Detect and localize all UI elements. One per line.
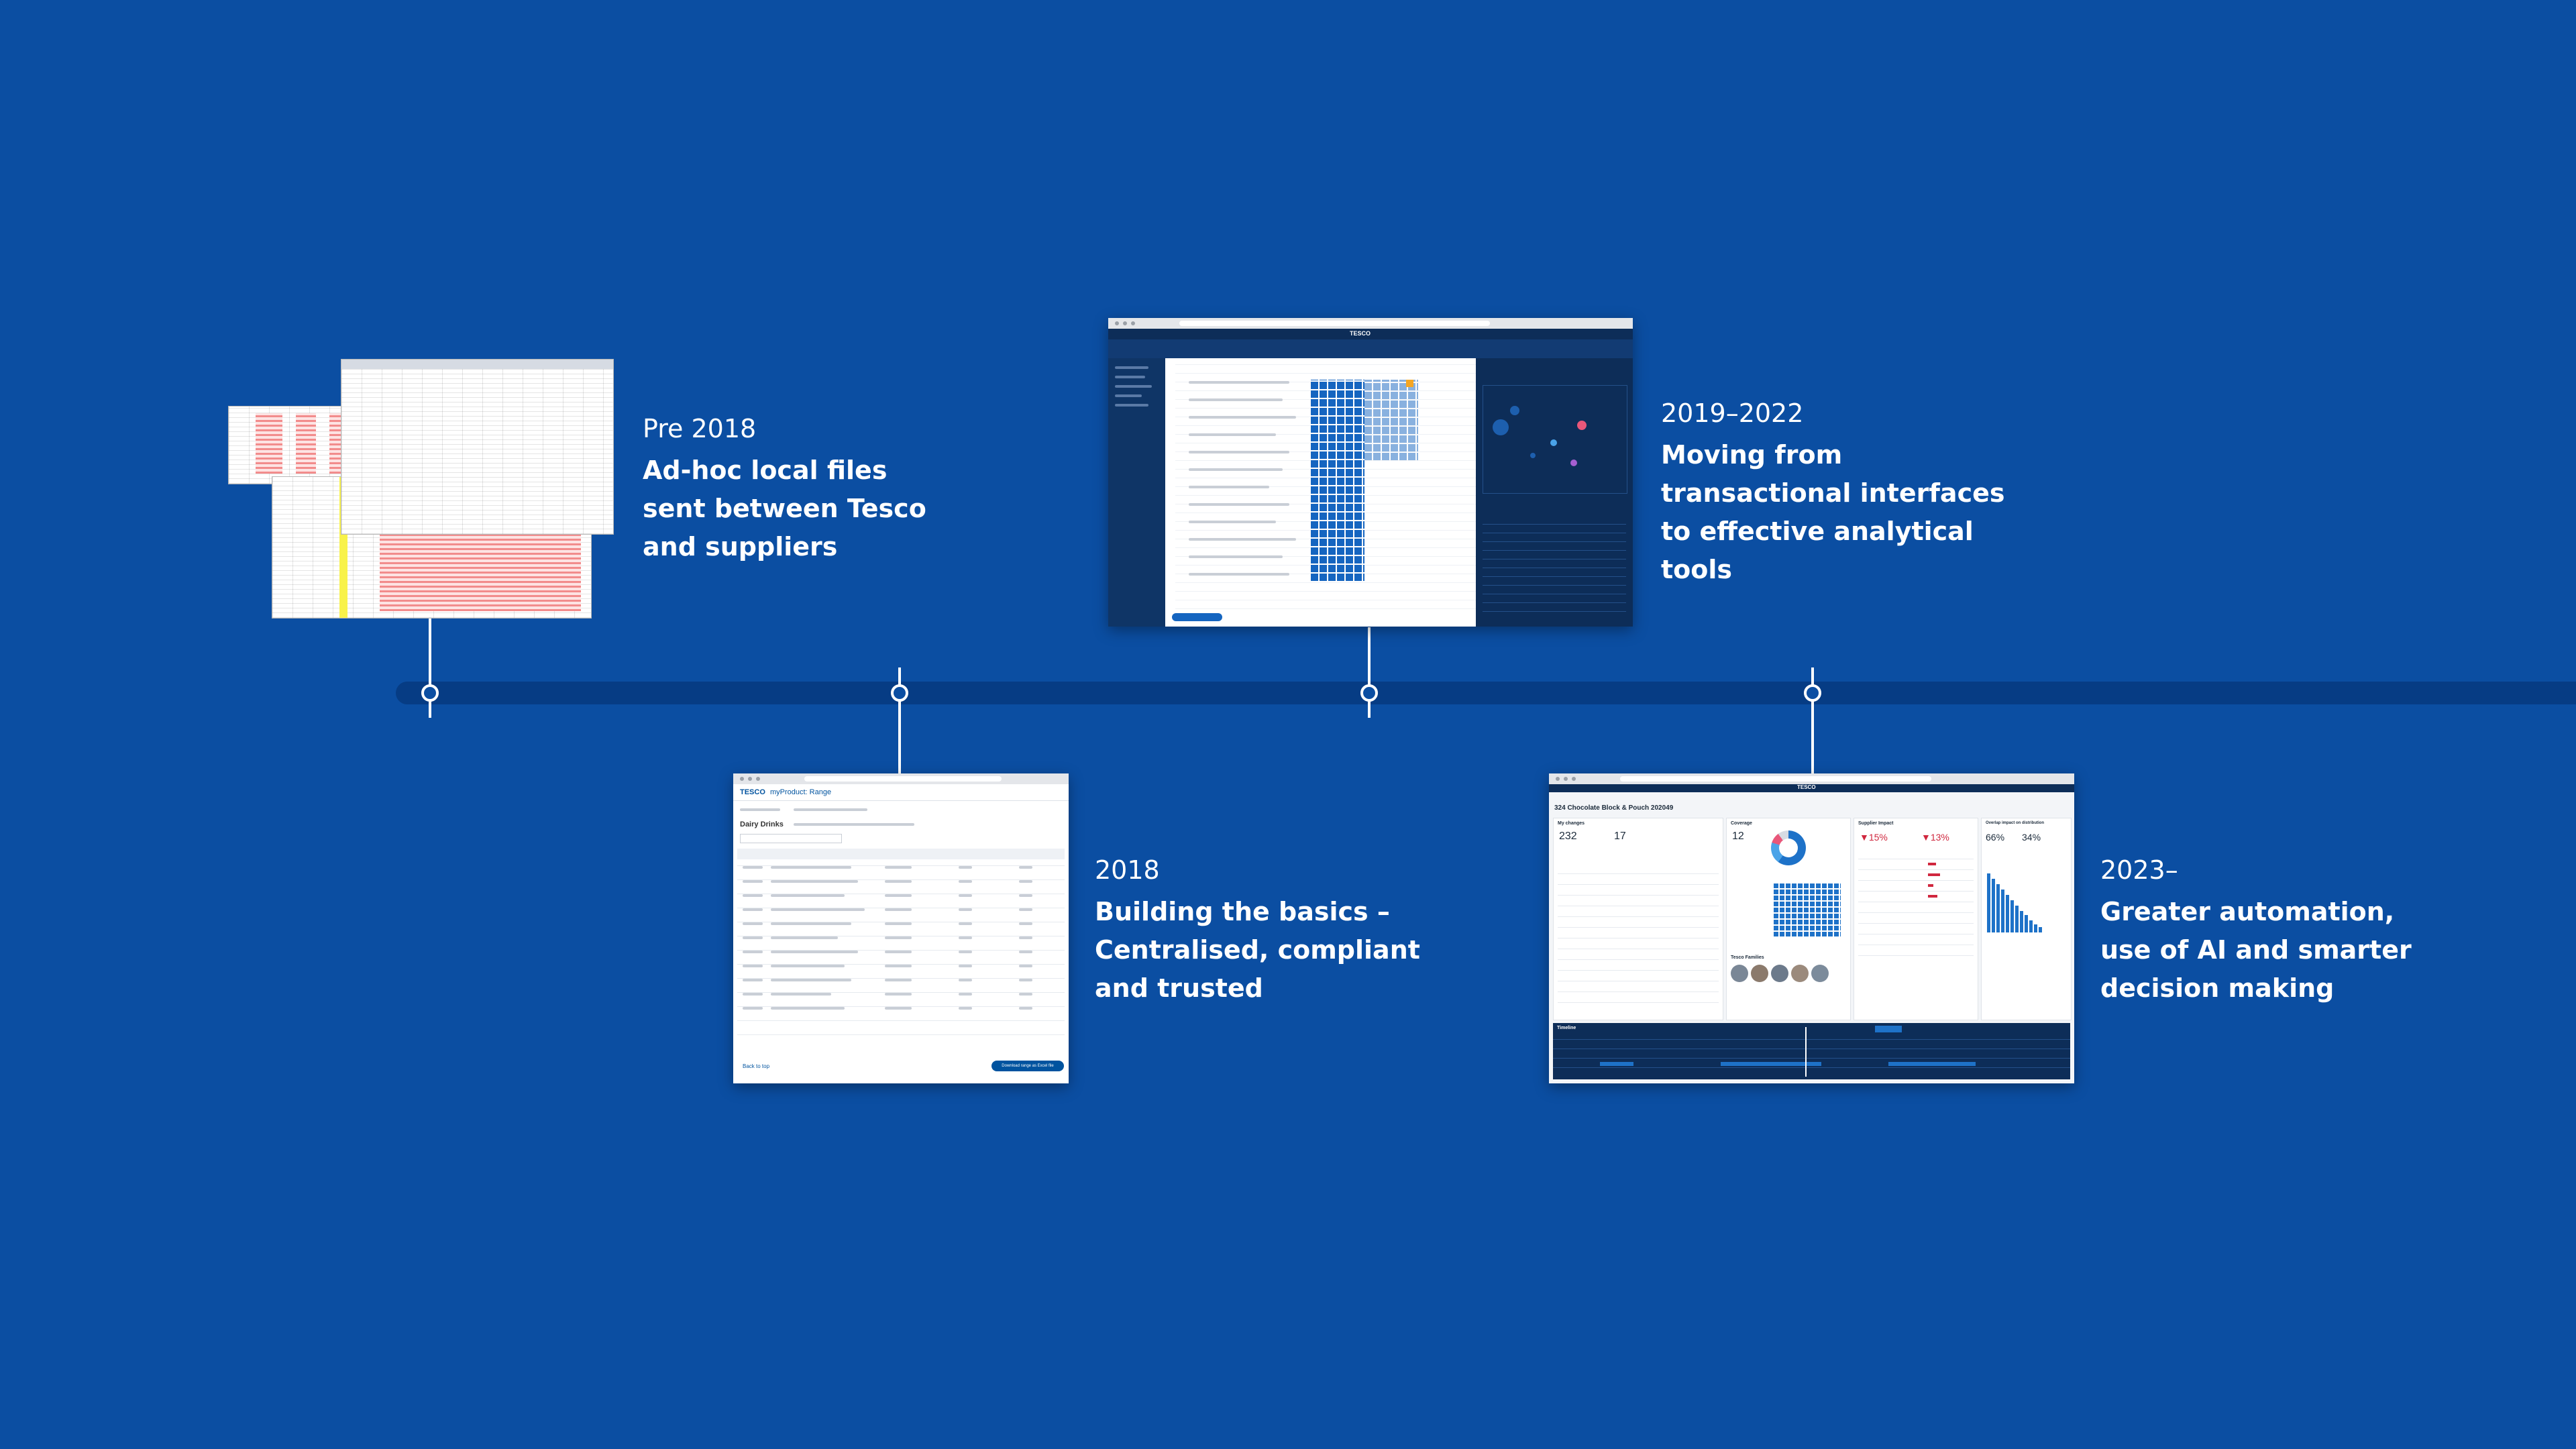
screenshot-range-app: TESCO myProduct: Range Dairy Drinks Back… — [733, 773, 1069, 1083]
milestone-pre2018: Pre 2018 Ad-hoc local files sent between… — [643, 413, 951, 566]
overlap-impact-card: Overlap impact on distribution 66% 34% — [1981, 818, 2072, 1020]
kpi-value: 12 — [1732, 830, 1744, 843]
milestone-year: 2023– — [2100, 854, 2436, 886]
tesco-logo: TESCO — [1350, 330, 1371, 337]
timeline-node-pre2018 — [421, 684, 439, 702]
back-to-top-link[interactable]: Back to top — [743, 1063, 769, 1069]
tesco-logo: TESCO — [1797, 784, 1816, 790]
milestone-description: Greater automation, use of AI and smarte… — [2100, 893, 2436, 1008]
milestone-year: Pre 2018 — [643, 413, 951, 445]
left-sidebar — [1108, 358, 1165, 627]
families-title: Tesco Families — [1731, 955, 1764, 960]
timeline-node-2018 — [891, 684, 908, 702]
timeline-node-2023 — [1804, 684, 1821, 702]
milestone-year: 2019–2022 — [1661, 397, 2037, 429]
scatter-plot — [1483, 385, 1627, 494]
kpi-value: 15% — [1869, 832, 1888, 843]
stem-pre2018 — [429, 614, 431, 718]
avatar — [1771, 965, 1788, 982]
avatar — [1791, 965, 1809, 982]
avatar — [1731, 965, 1748, 982]
analytics-panel — [1476, 358, 1633, 627]
grid-panel — [1175, 362, 1477, 617]
section-title: Dairy Drinks — [740, 820, 784, 828]
milestone-description: Moving from transactional interfaces to … — [1661, 436, 2037, 589]
timeline-track — [396, 682, 2576, 704]
stem-2018 — [898, 667, 901, 773]
donut-chart — [1771, 830, 1806, 865]
kpi-value: 34% — [2022, 832, 2041, 843]
screenshot-ai-dashboard: TESCO 324 Chocolate Block & Pouch 202049… — [1549, 773, 2074, 1083]
product-table — [737, 849, 1065, 1050]
milestone-year: 2018 — [1095, 854, 1444, 886]
card-title: My changes — [1558, 821, 1585, 826]
milestone-2018: 2018 Building the basics – Centralised, … — [1095, 854, 1444, 1008]
timeline-node-2019 — [1360, 684, 1378, 702]
browser-bar — [1549, 773, 2074, 784]
kpi-value: 17 — [1614, 830, 1626, 843]
avatar — [1811, 965, 1829, 982]
card-title: Overlap impact on distribution — [1986, 821, 2044, 825]
dashboard-title: 324 Chocolate Block & Pouch 202049 — [1554, 804, 1673, 812]
milestone-2019-2022: 2019–2022 Moving from transactional inte… — [1661, 397, 2037, 589]
milestone-description: Building the basics – Centralised, compl… — [1095, 893, 1444, 1008]
kpi-value: 66% — [1986, 832, 2004, 843]
stem-2019 — [1368, 627, 1371, 718]
app-name: myProduct: Range — [770, 788, 831, 796]
tesco-logo: TESCO — [740, 788, 765, 796]
milestone-description: Ad-hoc local files sent between Tesco an… — [643, 451, 951, 566]
card-title: Supplier Impact — [1858, 821, 1894, 826]
milestone-2023: 2023– Greater automation, use of AI and … — [2100, 854, 2436, 1008]
download-button[interactable]: Download range as Excel file — [991, 1061, 1064, 1071]
kpi-value: 13% — [1931, 832, 1949, 843]
screenshot-analytical-app: TESCO — [1108, 318, 1633, 627]
browser-bar — [733, 773, 1069, 784]
my-changes-card: My changes 232 17 — [1553, 818, 1723, 1020]
search-input[interactable] — [740, 834, 842, 843]
card-title: Coverage — [1731, 821, 1752, 826]
stem-2023 — [1811, 667, 1814, 773]
bottom-action-button[interactable] — [1172, 613, 1222, 621]
supplier-impact-card: Supplier Impact ▼15% ▼13% — [1854, 818, 1978, 1020]
avatar — [1751, 965, 1768, 982]
spreadsheet-top — [341, 359, 614, 535]
timeline-title: Timeline — [1557, 1026, 1576, 1030]
spreadsheet-collage — [228, 359, 614, 617]
timeline-panel: Timeline — [1553, 1023, 2070, 1079]
kpi-value: 232 — [1559, 830, 1577, 843]
distribution-bars — [1987, 872, 2064, 932]
browser-bar — [1108, 318, 1633, 329]
coverage-card: Coverage 12 Tesco Families — [1726, 818, 1851, 1020]
